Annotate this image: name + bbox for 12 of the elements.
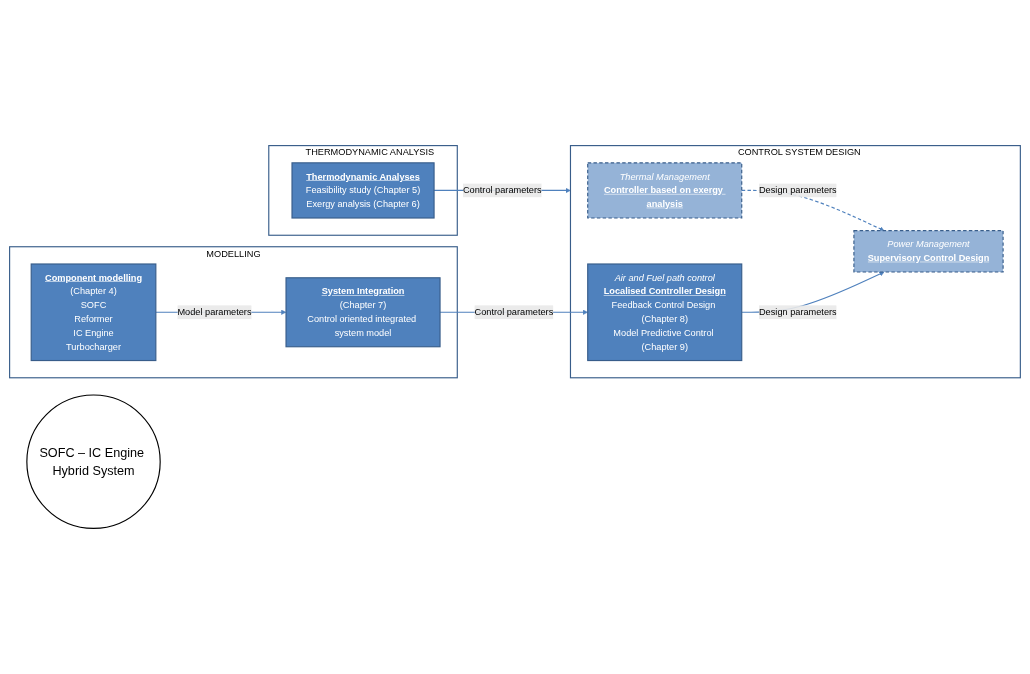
edge-label: Control parameters bbox=[474, 307, 554, 317]
node-circle: SOFC – IC Engine Hybrid System bbox=[26, 394, 161, 529]
node-box: Component modelling (Chapter 4) SOFC Reformer IC Engine Turbocharger bbox=[30, 263, 157, 362]
node-box: System Integration (Chapter 7) Control oriented integrated system model bbox=[285, 277, 441, 348]
node-box: Air and Fuel path control Localised Controller Design Feedback Control Design (Chapter 8) Model Predictive Control (Chapter 9) bbox=[587, 263, 743, 362]
node-box: Thermodynamic Analyses Feasibility study (Chapter 5) Exergy analysis (Chapter 6) bbox=[291, 162, 435, 219]
edge-label: Design parameters bbox=[759, 185, 837, 196]
node-box: Power Management Supervisory Control Design bbox=[853, 230, 1004, 273]
edge-label: Design parameters bbox=[759, 307, 837, 317]
edge-label: Model parameters bbox=[177, 307, 252, 317]
node-box: Thermal Management Controller based on exergy analysis bbox=[587, 162, 743, 219]
edge-label: Control parameters bbox=[462, 185, 542, 196]
